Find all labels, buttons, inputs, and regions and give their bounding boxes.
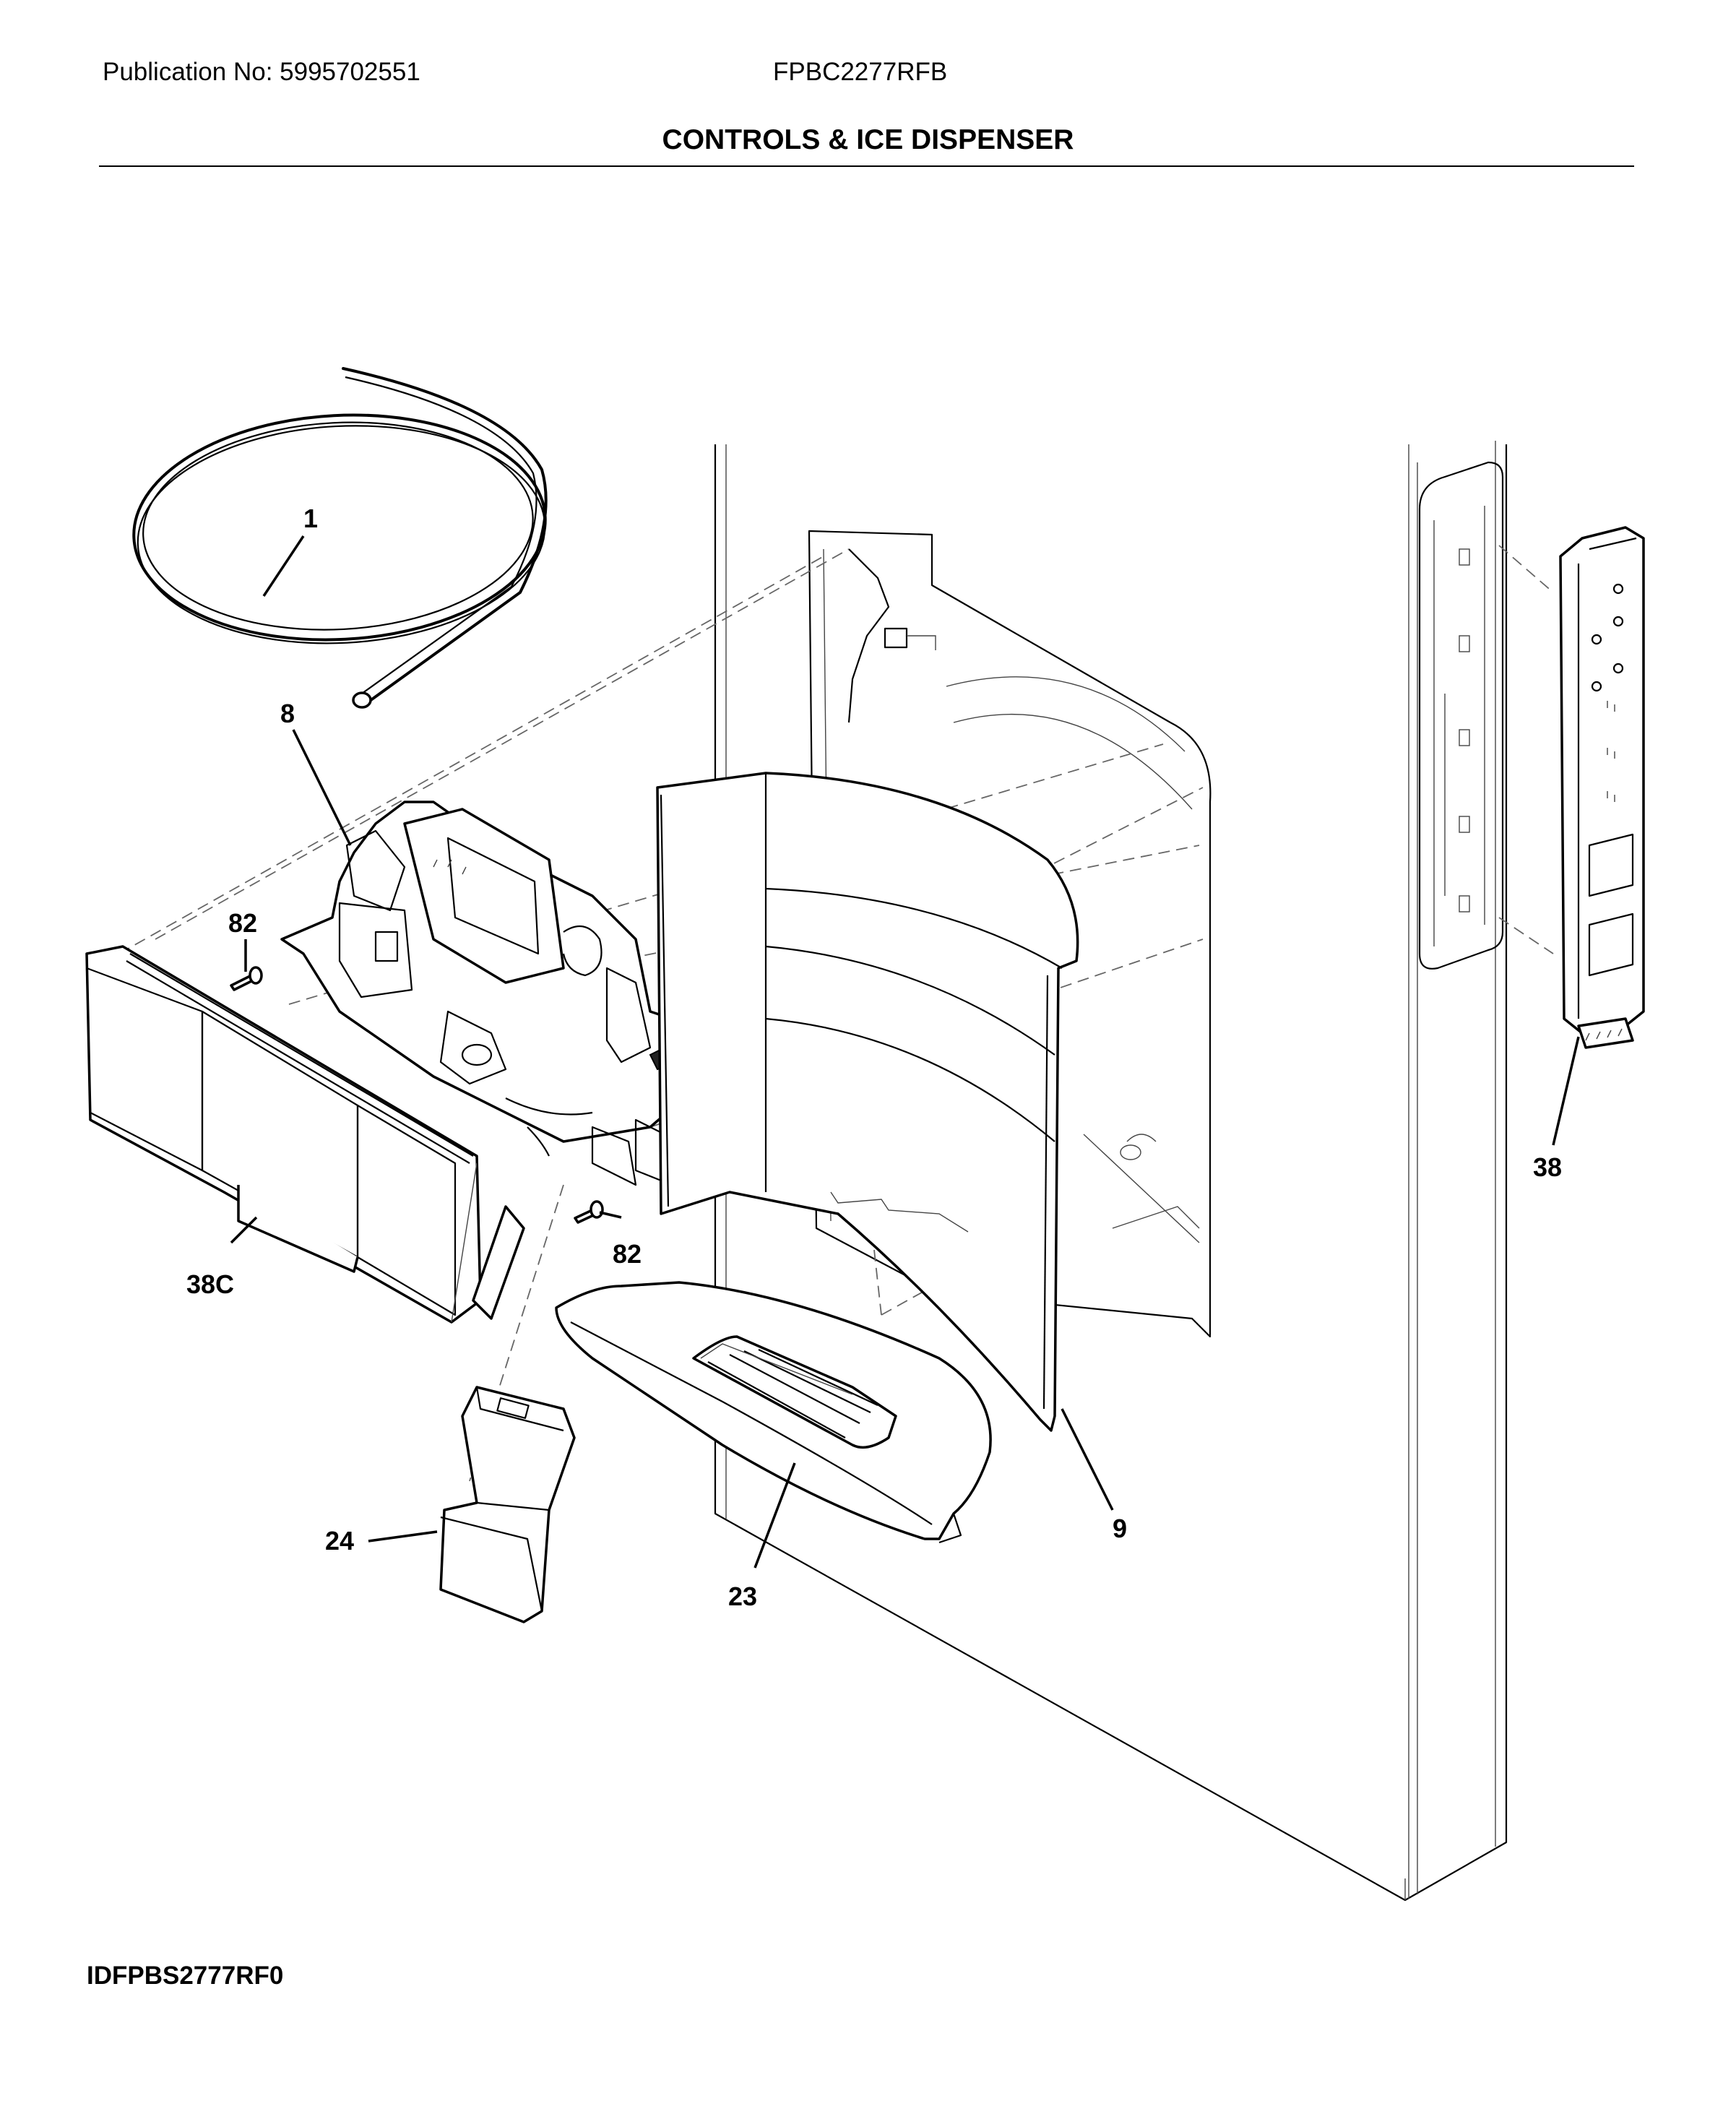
callout-23: 23 — [728, 1582, 757, 1611]
ui-control-board — [1559, 526, 1645, 1049]
callout-24: 24 — [325, 1526, 354, 1556]
control-recess — [1418, 461, 1504, 970]
dispenser-front-panel — [85, 945, 525, 1324]
screw-lower — [574, 1200, 604, 1224]
ice-chute-insert — [656, 772, 1079, 1432]
dispenser-recess — [808, 530, 1212, 1338]
callout-1: 1 — [303, 504, 318, 533]
callout-9: 9 — [1113, 1514, 1127, 1543]
publication-number: Publication No: 5995702551 — [103, 58, 420, 86]
dispenser-flap — [439, 1386, 576, 1623]
page-title: CONTROLS & ICE DISPENSER — [662, 124, 1074, 155]
dispenser-mechanism — [280, 801, 702, 1186]
header-divider — [99, 165, 1634, 167]
drip-tray — [555, 1281, 992, 1544]
callout-38: 38 — [1533, 1152, 1562, 1182]
callout-82-upper: 82 — [228, 908, 257, 938]
callout-38c: 38C — [186, 1269, 234, 1299]
screw-upper — [230, 966, 263, 991]
callout-82-lower: 82 — [613, 1239, 642, 1269]
leader-lines — [230, 535, 1580, 1569]
tubing-coil — [132, 367, 548, 709]
figure-id: IDFPBS2777RF0 — [87, 1962, 284, 1990]
callout-8: 8 — [280, 699, 295, 728]
model-number: FPBC2277RFB — [773, 58, 948, 86]
